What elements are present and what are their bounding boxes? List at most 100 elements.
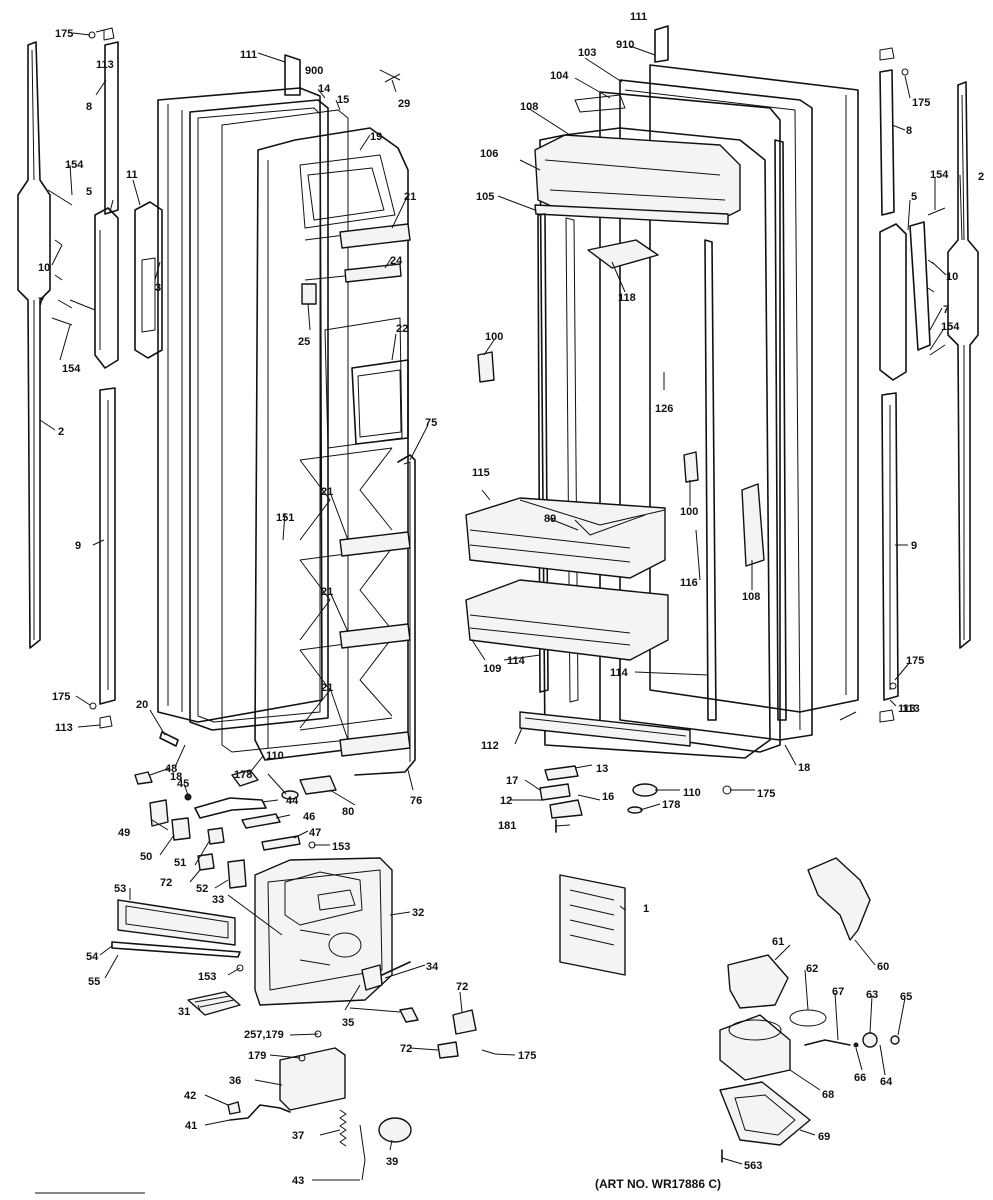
callout-35: 35 (342, 1017, 354, 1029)
callout-113: 113 (55, 722, 73, 734)
callout-25: 25 (298, 336, 310, 348)
callout-900: 900 (305, 65, 323, 77)
callout-18: 18 (170, 771, 182, 783)
callout-112: 112 (481, 740, 499, 752)
callout-106: 106 (480, 148, 498, 160)
callout-15: 15 (337, 94, 349, 106)
callout-52: 52 (196, 883, 208, 895)
callout-13: 13 (596, 763, 608, 775)
callout-154: 154 (930, 169, 949, 181)
callout-50: 50 (140, 851, 152, 863)
callout-114: 114 (507, 655, 526, 667)
callout-12: 12 (500, 795, 512, 807)
callout-115: 115 (472, 467, 490, 479)
callout-37: 37 (292, 1130, 304, 1142)
callout-53: 53 (114, 883, 126, 895)
callout-175: 175 (52, 691, 70, 703)
callout-72: 72 (456, 981, 468, 993)
callout-175: 175 (518, 1050, 536, 1062)
callout-63: 63 (866, 989, 878, 1001)
callout-34: 34 (426, 961, 439, 973)
callout-2: 2 (58, 426, 64, 438)
callout-181: 181 (498, 820, 516, 832)
callout-76: 76 (410, 795, 422, 807)
callout-111: 111 (630, 11, 647, 23)
callout-10: 10 (946, 271, 958, 283)
callout-116: 116 (680, 577, 698, 589)
callout-8: 8 (906, 125, 912, 137)
callout-105: 105 (476, 191, 494, 203)
callout-175: 175 (55, 28, 73, 40)
callout-19: 19 (370, 131, 382, 143)
callout-16: 16 (602, 791, 614, 803)
callout-113: 113 (898, 703, 916, 715)
callout-104: 104 (550, 70, 569, 82)
callout-108: 108 (520, 101, 538, 113)
callout-178: 178 (662, 799, 680, 811)
callout-114: 114 (610, 667, 629, 679)
leader-lines (39, 29, 963, 1181)
callout-113: 113 (902, 703, 920, 715)
callout-100: 100 (485, 331, 503, 343)
callout-910: 910 (616, 39, 634, 51)
callout-154: 154 (62, 363, 81, 375)
callout-113: 113 (96, 59, 114, 71)
callout-7: 7 (38, 296, 44, 308)
callout-labels: 175 113 8 154 5 11 3 10 7 154 2 9 175 11… (38, 11, 984, 1187)
callout-14: 14 (318, 83, 331, 95)
callout-45: 45 (177, 778, 189, 790)
callout-18: 18 (798, 762, 810, 774)
callout-103: 103 (578, 47, 596, 59)
callout-10: 10 (38, 262, 50, 274)
callout-65: 65 (900, 991, 912, 1003)
left-door-assembly (157, 54, 416, 776)
callout-2: 2 (978, 171, 984, 183)
callout-43: 43 (292, 1175, 304, 1187)
dispenser-assembly (111, 769, 496, 1181)
door-shelf-21 (339, 223, 411, 757)
callout-22: 22 (396, 323, 408, 335)
callout-108: 108 (742, 591, 760, 603)
callout-24: 24 (390, 255, 403, 267)
callout-51: 51 (174, 857, 186, 869)
callout-47: 47 (309, 827, 321, 839)
callout-20: 20 (136, 699, 148, 711)
callout-21: 21 (321, 682, 333, 694)
callout-60: 60 (877, 961, 889, 973)
callout-21: 21 (404, 191, 416, 203)
callout-69: 69 (818, 1131, 830, 1143)
callout-61: 61 (772, 936, 784, 948)
callout-49: 49 (118, 827, 130, 839)
callout-178: 178 (234, 769, 252, 781)
left-handle-and-gasket (17, 27, 179, 747)
callout-80: 80 (342, 806, 354, 818)
callout-153: 153 (332, 841, 350, 853)
callout-175: 175 (757, 788, 775, 800)
callout-39: 39 (386, 1156, 398, 1168)
callout-5: 5 (86, 186, 92, 198)
callout-7: 7 (943, 304, 949, 316)
callout-111: 111 (240, 49, 257, 61)
callout-36: 36 (229, 1075, 241, 1087)
callout-89: 89 (544, 513, 556, 525)
callout-21: 21 (321, 586, 333, 598)
callout-100: 100 (680, 506, 698, 518)
callout-33: 33 (212, 894, 224, 906)
callout-72: 72 (400, 1043, 412, 1055)
callout-3: 3 (155, 282, 161, 294)
callout-175: 175 (906, 655, 924, 667)
callout-54: 54 (86, 951, 99, 963)
callout-46: 46 (303, 811, 315, 823)
callout-154: 154 (941, 321, 960, 333)
callout-44: 44 (286, 795, 299, 807)
ice-chute-assembly (719, 857, 900, 1163)
callout-9: 9 (75, 540, 81, 552)
callout-9: 9 (911, 540, 917, 552)
callout-62: 62 (806, 963, 818, 975)
hinge-parts (539, 765, 732, 976)
callout-66: 66 (854, 1072, 866, 1084)
callout-11: 11 (126, 169, 138, 181)
callout-42: 42 (184, 1090, 196, 1102)
callout-67: 67 (832, 986, 844, 998)
